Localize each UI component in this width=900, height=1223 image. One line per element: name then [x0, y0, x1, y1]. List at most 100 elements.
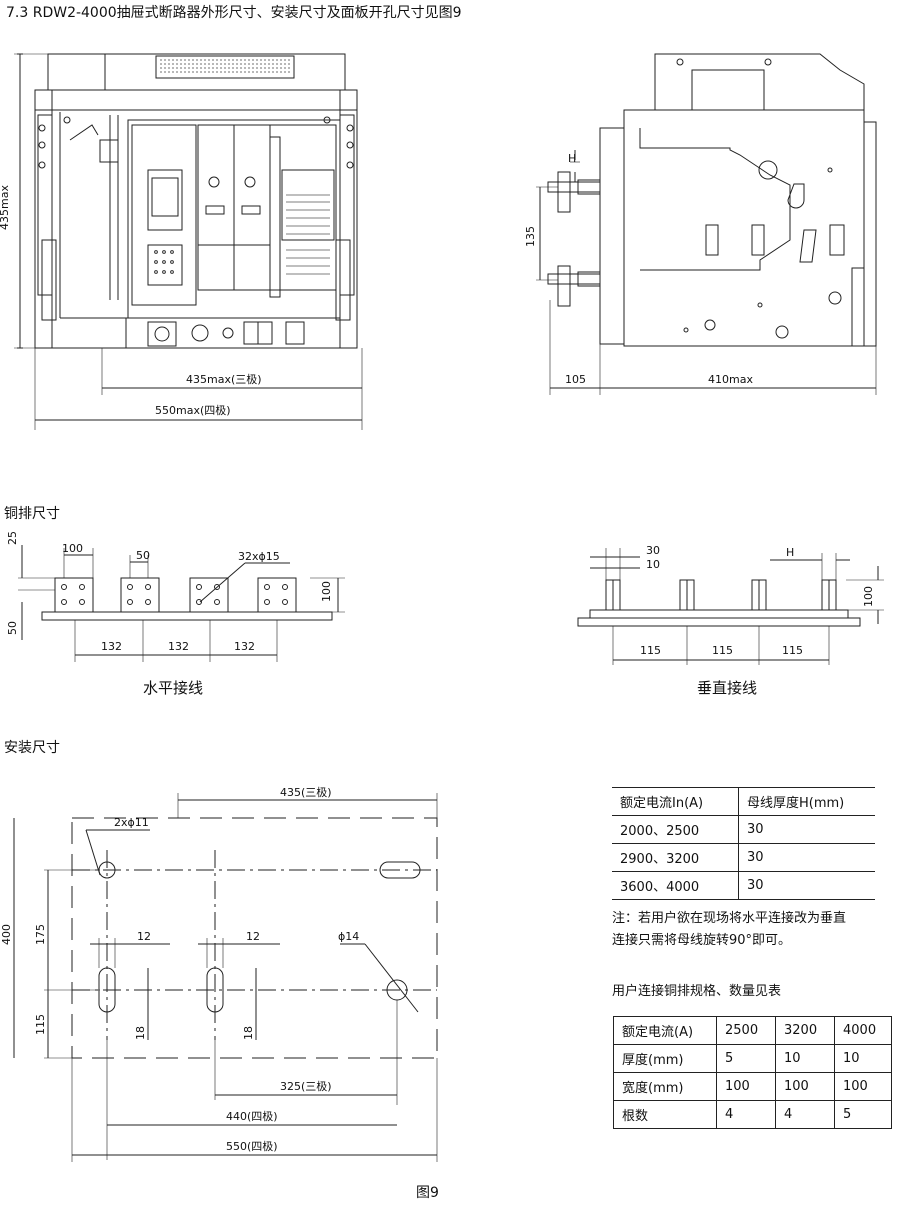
install-note: 注：若用户欲在现场将水平连接改为垂直 连接只需将母线旋转90°即可。	[612, 908, 846, 952]
dim-vb-spacing-3: 115	[782, 644, 803, 657]
mounting-title: 安装尺寸	[4, 740, 60, 756]
table-header-row: 额定电流In(A) 母线厚度H(mm)	[612, 787, 875, 816]
dim-hb-spacing-2: 132	[168, 640, 189, 653]
table-header-cell: 2500	[716, 1016, 776, 1045]
dim-mount-12b: 12	[246, 930, 260, 943]
horizontal-caption: 水平接线	[143, 679, 204, 697]
spec-title: 用户连接铜排规格、数量见表	[612, 984, 782, 999]
table-header-cell: 3200	[775, 1016, 835, 1045]
handle	[269, 136, 281, 298]
table-header-cell: 额定电流In(A)	[612, 787, 739, 816]
vertical-busbar	[751, 579, 767, 611]
note-line: 注：若用户欲在现场将水平连接改为垂直	[612, 911, 847, 926]
table-row: 厚度(mm) 5 10 10	[613, 1044, 892, 1073]
knob-icon	[208, 176, 220, 188]
dim-mount-435: 435(三极)	[280, 785, 332, 799]
figure-caption: 图9	[416, 1185, 439, 1201]
knob-icon	[244, 176, 256, 188]
vent-grille	[155, 55, 295, 79]
table-row: 根数 4 4 5	[613, 1100, 892, 1129]
dim-mount-14: ϕ14	[338, 930, 359, 943]
dim-mount-440: 440(四极)	[226, 1109, 278, 1123]
dim-hb-50-top: 50	[136, 549, 150, 562]
table-cell: 100	[775, 1072, 835, 1101]
dim-vb-spacing-2: 115	[712, 644, 733, 657]
table-cell: 2900、3200	[612, 843, 739, 872]
table-cell: 4	[716, 1100, 776, 1129]
busbar-block	[189, 577, 229, 613]
controller-display	[147, 169, 183, 231]
table-cell: 5	[716, 1044, 776, 1073]
dim-vb-spacing-1: 115	[640, 644, 661, 657]
dim-front-width-3p: 435max(三极)	[186, 372, 262, 386]
table-header-cell: 母线厚度H(mm)	[738, 787, 875, 816]
dim-hb-holes: 32xϕ15	[238, 550, 280, 563]
vertical-busbar	[821, 579, 837, 611]
nameplate	[281, 169, 335, 241]
dim-mount-12a: 12	[137, 930, 151, 943]
side-view	[536, 53, 877, 395]
horizontal-busbar-view	[18, 545, 345, 662]
dim-front-height: 435max	[0, 185, 11, 230]
dim-mount-18a: 18	[134, 1026, 147, 1040]
table-header-cell: 4000	[834, 1016, 892, 1045]
table-cell: 30	[738, 871, 875, 900]
busbar-title: 铜排尺寸	[4, 506, 60, 522]
dim-hb-100-right: 100	[320, 581, 333, 602]
section-title: 7.3 RDW2-4000抽屉式断路器外形尺寸、安装尺寸及面板开孔尺寸见图9	[6, 5, 462, 21]
dim-hb-100-top: 100	[62, 542, 83, 555]
table-cell: 10	[775, 1044, 835, 1073]
dim-mount-400: 400	[0, 924, 13, 945]
dim-side-135: 135	[524, 226, 537, 247]
dim-vb-30: 30	[646, 544, 660, 557]
table-header-row: 额定电流(A) 2500 3200 4000	[613, 1016, 892, 1045]
table-cell: 100	[834, 1072, 892, 1101]
table-cell: 厚度(mm)	[613, 1044, 717, 1073]
dim-mount-115: 115	[34, 1014, 47, 1035]
dim-side-h: H	[568, 152, 576, 165]
table-cell: 100	[716, 1072, 776, 1101]
vertical-busbar	[679, 579, 695, 611]
table-cell: 宽度(mm)	[613, 1072, 717, 1101]
dim-hb-25: 25	[6, 531, 19, 545]
dim-vb-h: H	[786, 546, 794, 559]
controller-panel	[131, 124, 197, 306]
vertical-busbar	[605, 579, 621, 611]
busbar-spec-table: 额定电流(A) 2500 3200 4000 厚度(mm) 5 10 10 宽度…	[613, 1016, 892, 1129]
dim-front-width-4p: 550max(四极)	[155, 403, 231, 417]
table-row: 2000、2500 30	[612, 815, 875, 844]
thickness-table: 额定电流In(A) 母线厚度H(mm) 2000、2500 30 2900、32…	[612, 787, 875, 900]
table-cell: 4	[775, 1100, 835, 1129]
busbar-block	[54, 577, 94, 613]
table-header-cell: 额定电流(A)	[613, 1016, 717, 1045]
dim-vb-10: 10	[646, 558, 660, 571]
table-cell: 30	[738, 815, 875, 844]
table-cell: 5	[834, 1100, 892, 1129]
dim-mount-175: 175	[34, 924, 47, 945]
mounting-view	[13, 793, 438, 1162]
table-cell: 10	[834, 1044, 892, 1073]
dim-side-depth: 410max	[708, 373, 753, 386]
vertical-busbar-view	[577, 548, 884, 665]
table-cell: 2000、2500	[612, 815, 739, 844]
dim-mount-325: 325(三极)	[280, 1079, 332, 1093]
dim-vb-100: 100	[862, 586, 875, 607]
dim-mount-holes: 2xϕ11	[114, 816, 149, 829]
racking-knob-icon	[191, 324, 209, 342]
dim-hb-spacing-1: 132	[101, 640, 122, 653]
table-cell: 根数	[613, 1100, 717, 1129]
dim-side-105: 105	[565, 373, 586, 386]
pivot-icon	[758, 160, 778, 180]
table-row: 3600、4000 30	[612, 871, 875, 900]
dim-mount-18b: 18	[242, 1026, 255, 1040]
note-line: 连接只需将母线旋转90°即可。	[612, 933, 792, 948]
busbar-block	[257, 577, 297, 613]
vertical-caption: 垂直接线	[697, 679, 758, 697]
busbar-block	[120, 577, 160, 613]
table-row: 2900、3200 30	[612, 843, 875, 872]
dim-mount-550: 550(四极)	[226, 1139, 278, 1153]
table-cell: 3600、4000	[612, 871, 739, 900]
dim-hb-50: 50	[6, 621, 19, 635]
dim-hb-spacing-3: 132	[234, 640, 255, 653]
